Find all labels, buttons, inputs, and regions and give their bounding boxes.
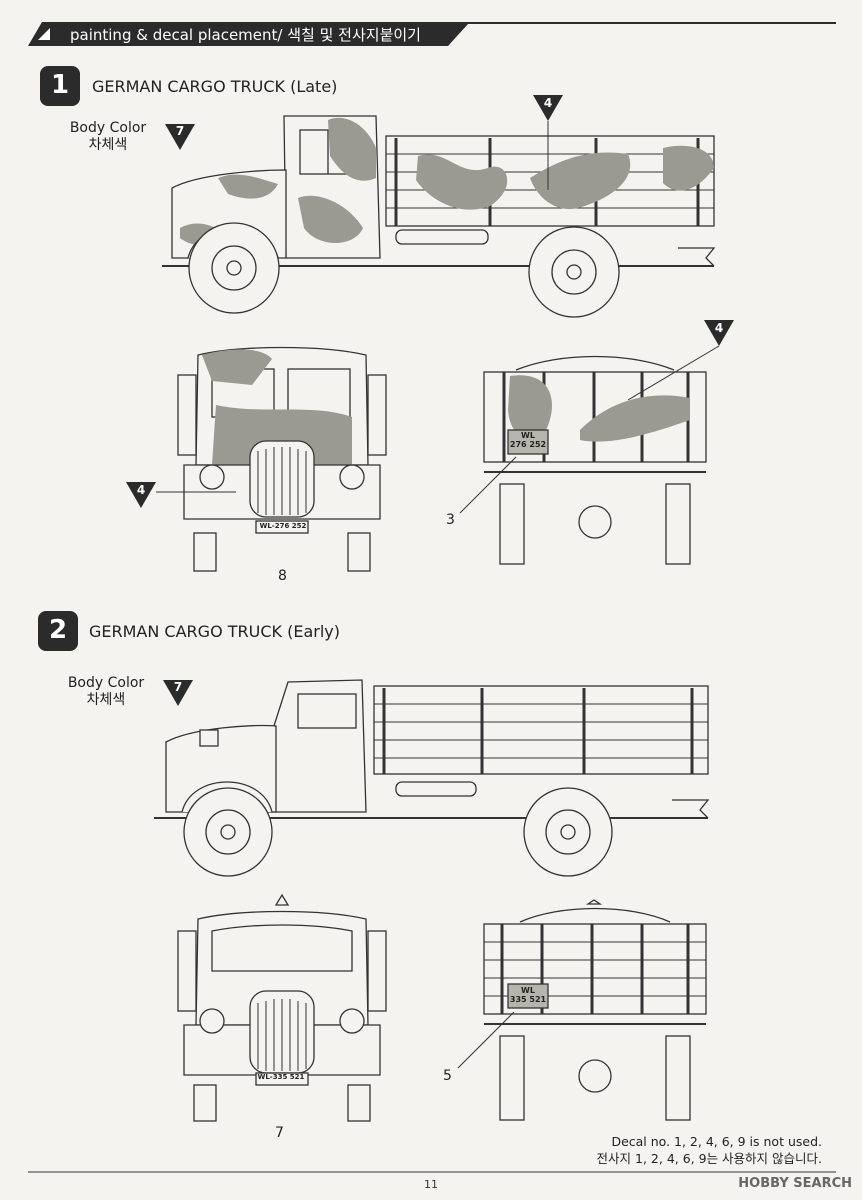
header-title: painting & decal placement/ 색칠 및 전사지붙이기: [70, 26, 421, 44]
late-rear-plate-line2: 276 252: [509, 440, 547, 449]
watermark: HOBBY SEARCH: [738, 1176, 852, 1191]
early-rear-plate-line1: WL: [521, 986, 535, 995]
body-color-label-ko: 차체색: [86, 692, 126, 708]
page-number: 11: [424, 1178, 438, 1191]
early-front-plate: WL-335 521: [257, 1073, 305, 1081]
early-front-plate-callout: 7: [275, 1125, 284, 1141]
section-2-body-color-code: 7: [173, 680, 183, 694]
late-rear-camo-callout-icon: [627, 320, 734, 401]
header-bar: [28, 22, 836, 46]
late-rear-plate-line1: WL: [521, 431, 535, 440]
late-rear-plate-callout: 3: [446, 512, 455, 528]
footer-rule: [28, 1171, 836, 1173]
decal-unused-note-ko: 전사지 1, 2, 4, 6, 9는 사용하지 않습니다.: [596, 1151, 822, 1166]
decal-unused-note: Decal no. 1, 2, 4, 6, 9 is not used. 전사지…: [597, 1133, 822, 1167]
section-1-badge: [40, 66, 80, 106]
early-truck-rear-view: [483, 899, 707, 1121]
late-truck-rear-view: [483, 355, 707, 565]
section-1-body-color-label: Body Color 차체색: [66, 120, 150, 154]
late-side-camo-callout-number: 4: [543, 96, 553, 110]
section-1-title: GERMAN CARGO TRUCK (Late): [92, 77, 338, 96]
early-truck-side-view: [154, 679, 710, 877]
late-front-camo-callout-icon: [126, 482, 236, 508]
early-rear-plate-callout: 5: [443, 1068, 452, 1084]
section-2-badge: [38, 611, 78, 651]
body-color-label-ko: 차체색: [88, 137, 128, 153]
early-truck-front-view: [177, 893, 387, 1122]
late-rear-plate-leader: [459, 456, 517, 514]
body-color-label-en: Body Color: [69, 120, 147, 136]
late-rear-camo-callout-number: 4: [714, 321, 724, 335]
late-front-camo-callout-number: 4: [136, 483, 146, 497]
late-truck-front-view: [177, 346, 387, 572]
body-color-label-en: Body Color: [67, 675, 145, 691]
section-1-body-color-code: 7: [175, 124, 185, 138]
late-front-plate-callout: 8: [278, 568, 287, 584]
early-rear-plate: WL 335 521: [508, 986, 548, 1004]
section-1-number: 1: [50, 70, 70, 100]
late-side-camo-callout-icon: [533, 95, 563, 190]
decal-unused-note-en: Decal no. 1, 2, 4, 6, 9 is not used.: [611, 1134, 822, 1149]
early-rear-plate-line2: 335 521: [509, 995, 547, 1004]
early-rear-plate-leader: [457, 1011, 515, 1069]
late-rear-plate: WL 276 252: [508, 431, 548, 449]
late-truck-side-view: [162, 115, 716, 318]
section-2-number: 2: [48, 615, 68, 645]
section-2-body-color-label: Body Color 차체색: [64, 675, 148, 709]
late-front-plate: WL-276 252: [259, 522, 307, 530]
body-color-callout-icon: [165, 124, 195, 150]
body-color-callout-icon: [163, 680, 193, 706]
section-2-title: GERMAN CARGO TRUCK (Early): [89, 622, 340, 641]
